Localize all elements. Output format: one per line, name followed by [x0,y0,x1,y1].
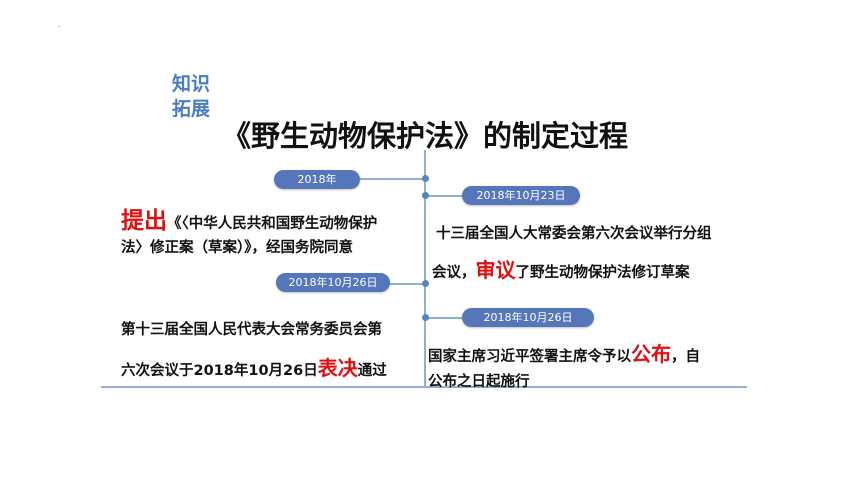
event-4-line-2: 公布之日起施行 [428,374,530,390]
timeline-dot-2 [422,192,429,199]
keyword-promulgate: 公布 [631,342,671,366]
connector-4 [426,317,466,319]
event-2-line-2: 会议，审议了野生动物保护法修订草案 [432,258,690,282]
event-2-line-1: 十三届全国人大常委会第六次会议举行分组 [436,226,712,242]
knowledge-extension-tag: 知识拓展 [172,73,211,120]
event-3-line-1: 第十三届全国人民代表大会常务委员会第 [121,322,382,338]
keyword-propose: 提出 [121,208,167,234]
date-pill-1: 2018年 [274,170,360,189]
event-1-line-2: 法〉修正案（草案）》，经国务院同意 [121,240,353,256]
corner-mark: . [58,20,61,29]
event-1-line-1: 提出《〈中华人民共和国野生动物保护 [121,208,378,234]
event-4-line-1: 国家主席习近平签署主席令予以公布，自 [428,342,700,366]
date-pill-4: 2018年10月26日 [462,308,594,327]
connector-2 [426,195,466,197]
keyword-review: 审议 [475,258,516,282]
date-pill-3: 2018年10月26日 [276,273,390,292]
keyword-vote: 表决 [317,356,358,380]
page-title: 《野生动物保护法》的制定过程 [222,119,629,153]
timeline-vertical-line [424,150,426,387]
timeline-dot-3 [422,280,429,287]
connector-3 [388,283,424,285]
event-3-line-2: 六次会议于2018年10月26日表决通过 [121,356,387,380]
date-pill-2: 2018年10月23日 [462,186,580,205]
timeline-baseline [101,386,747,388]
timeline-dot-4 [422,314,429,321]
timeline-dot-1 [422,175,429,182]
connector-1 [358,178,424,180]
